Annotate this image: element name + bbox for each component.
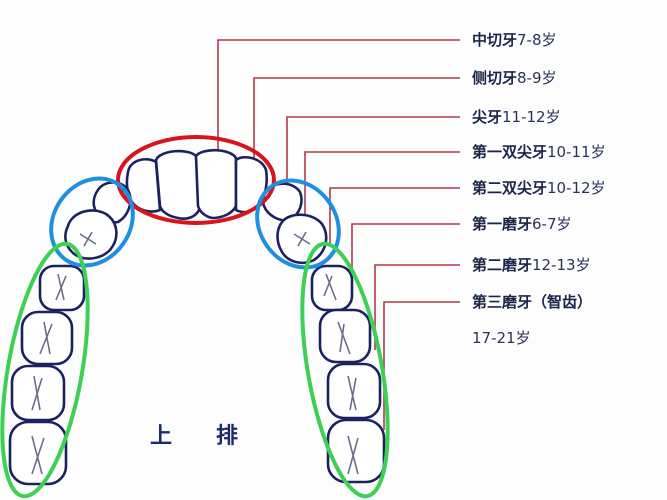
cusp-mark-icon <box>323 273 337 301</box>
cusp-mark-icon <box>347 375 357 411</box>
label-first-molar: 第一磨牙6-7岁 <box>472 215 572 233</box>
leader-line-third-molar <box>383 301 460 430</box>
cusp-mark-icon <box>347 435 359 475</box>
tooth-right-molar-4 <box>326 418 386 484</box>
label-canine: 尖牙11-12岁 <box>472 108 561 126</box>
leader-lines <box>217 39 460 430</box>
tooth-name: 第二磨牙 <box>472 256 533 274</box>
tooth-left-central-incisor <box>154 149 202 220</box>
tooth-name: 中切牙 <box>472 31 518 49</box>
leader-line-central-incisor <box>217 39 460 152</box>
label-lateral-incisor: 侧切牙8-9岁 <box>472 69 557 87</box>
cusp-mark-icon <box>39 321 53 355</box>
arch-title-char-1: 上 <box>150 424 173 449</box>
cusp-mark-icon <box>31 375 43 411</box>
tooth-left-molar-4 <box>8 420 68 486</box>
cusp-mark-icon <box>55 273 67 301</box>
cusp-mark-icon <box>337 321 351 355</box>
tooth-name: 第一磨牙 <box>472 215 533 233</box>
label-third-molar: 第三磨牙（智齿） <box>472 293 592 311</box>
tooth-name: 尖牙 <box>472 108 503 126</box>
left-molar-group-ring <box>0 241 90 499</box>
right-molar-group-ring <box>300 241 390 499</box>
arch-title-char-2: 排 <box>216 424 239 449</box>
label-third-molar-age: 17-21岁 <box>472 329 531 347</box>
label-second-premolar: 第二双尖牙10-12岁 <box>472 179 606 197</box>
leader-line-canine <box>286 116 460 185</box>
tooth-name: 第二双尖牙 <box>472 179 548 197</box>
cusp-mark-icon <box>31 435 45 475</box>
tooth-right-central-incisor <box>194 148 238 220</box>
label-first-premolar: 第一双尖牙10-11岁 <box>472 143 606 161</box>
eruption-age: 8-9岁 <box>517 69 557 87</box>
leader-line-first-premolar <box>304 151 460 215</box>
eruption-age: 17-21岁 <box>472 329 531 347</box>
tooth-name: 侧切牙 <box>472 69 518 87</box>
label-central-incisor: 中切牙7-8岁 <box>472 31 557 49</box>
eruption-age: 11-12岁 <box>502 108 561 126</box>
incisor-group-ring <box>116 135 276 225</box>
label-second-molar: 第二磨牙12-13岁 <box>472 256 591 274</box>
eruption-age: 7-8岁 <box>517 31 557 49</box>
occlusal-marks <box>31 231 359 475</box>
tooth-name: 第一双尖牙 <box>472 143 548 161</box>
leader-line-lateral-incisor <box>253 77 460 160</box>
right-canine-premolar-ring <box>255 178 341 270</box>
leader-line-first-molar <box>351 223 460 275</box>
tooth-right-molar-2 <box>318 308 372 364</box>
eruption-age: 10-11岁 <box>547 143 606 161</box>
eruption-age: 10-12岁 <box>547 179 606 197</box>
eruption-age: 6-7岁 <box>532 215 572 233</box>
group-rings <box>0 135 390 499</box>
left-canine-premolar-ring <box>49 176 135 268</box>
cusp-mark-icon <box>79 231 97 247</box>
tooth-name: 第三磨牙（智齿） <box>472 293 593 311</box>
cusp-mark-icon <box>293 231 311 247</box>
leader-line-second-premolar <box>329 187 460 245</box>
eruption-age: 12-13岁 <box>532 256 591 274</box>
leader-line-second-molar <box>374 264 460 350</box>
